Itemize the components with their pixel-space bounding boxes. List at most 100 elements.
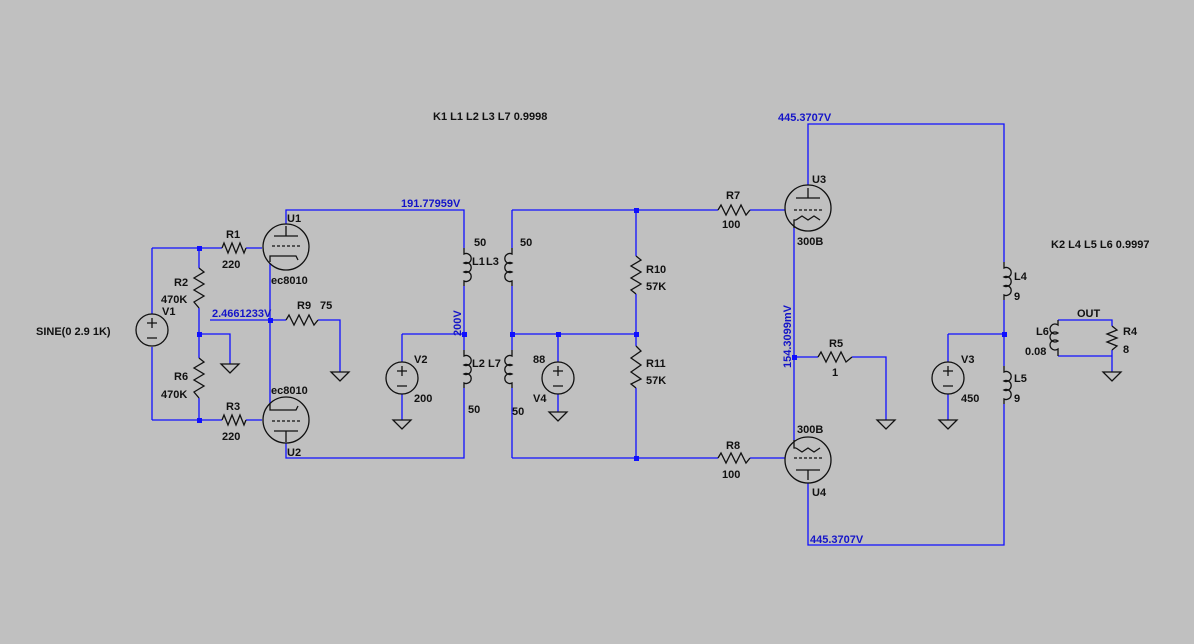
u1-plate-voltage: 191.77959V: [401, 198, 461, 210]
r11-name: R11: [646, 358, 666, 370]
r9-name: R9: [297, 300, 311, 312]
output-load-wire: [1058, 319, 1113, 372]
resistor-r11[interactable]: [629, 345, 643, 389]
l6-name: L6: [1036, 326, 1049, 338]
v3-wire: [947, 333, 1004, 420]
resistor-r1[interactable]: [221, 241, 247, 255]
inductor-l2[interactable]: [462, 350, 472, 388]
component-labels: K1 L1 L2 L3 L7 0.9998 K2 L4 L5 L6 0.9997…: [36, 111, 1149, 499]
v2-name: V2: [414, 354, 427, 366]
v2-value: 200: [414, 393, 432, 405]
u3-plate-voltage: 445.3707V: [778, 112, 832, 124]
inductor-l6[interactable]: [1049, 320, 1060, 356]
junctions: [197, 208, 1007, 461]
v2-wire: [401, 333, 464, 420]
r7-name: R7: [726, 190, 740, 202]
voltage-source-v1[interactable]: [135, 313, 169, 347]
r6-name: R6: [174, 371, 188, 383]
v4-wire: [512, 333, 636, 412]
inductor-l3[interactable]: [504, 248, 514, 286]
u4-name: U4: [812, 487, 827, 499]
wires: [151, 123, 1113, 546]
v3-value: 450: [961, 393, 979, 405]
u1-name: U1: [287, 213, 301, 225]
resistor-r2[interactable]: [192, 267, 206, 309]
u2-plate-wire: [285, 388, 465, 459]
r5-name: R5: [829, 338, 843, 350]
l3-value: 50: [520, 237, 532, 249]
l1-name: L1: [472, 256, 485, 268]
u3-plate-wire: [807, 123, 1005, 262]
r11-value: 57K: [646, 375, 666, 387]
tube-u4[interactable]: [784, 436, 832, 484]
tube-u3[interactable]: [784, 184, 832, 232]
resistor-r8[interactable]: [717, 451, 751, 465]
r7-value: 100: [722, 219, 740, 231]
tube-u2[interactable]: [262, 396, 310, 444]
directive-k2: K2 L4 L5 L6 0.9997: [1051, 239, 1149, 251]
r5-wire: [794, 356, 887, 420]
r10-name: R10: [646, 264, 666, 276]
resistor-r7[interactable]: [717, 203, 751, 217]
l5-name: L5: [1014, 373, 1027, 385]
voltage-source-v4[interactable]: [541, 361, 575, 395]
inductor-l5[interactable]: [1002, 366, 1012, 404]
u4-plate-voltage: 445.3707V: [810, 534, 864, 546]
resistor-r6[interactable]: [192, 357, 206, 399]
r3-value: 220: [222, 431, 240, 443]
v4-value: 88: [533, 354, 545, 366]
r6-value: 470K: [161, 389, 187, 401]
r4-value: 8: [1123, 344, 1129, 356]
voltage-source-v3[interactable]: [931, 361, 965, 395]
resistor-r3[interactable]: [221, 413, 247, 427]
u4-plate-wire: [807, 404, 1005, 546]
v4-name: V4: [533, 393, 547, 405]
l2-name: L2: [472, 358, 485, 370]
r2-name: R2: [174, 277, 188, 289]
v1-value: SINE(0 2.9 1K): [36, 326, 111, 338]
tube-u1[interactable]: [262, 223, 310, 271]
l4-name: L4: [1014, 271, 1028, 283]
l4-value: 9: [1014, 291, 1020, 303]
r2-value: 470K: [161, 294, 187, 306]
directive-k1: K1 L1 L2 L3 L7 0.9998: [433, 111, 547, 123]
r9-value: 75: [320, 300, 332, 312]
r10-value: 57K: [646, 281, 666, 293]
voltage-source-v2[interactable]: [385, 361, 419, 395]
v1-name: V1: [162, 306, 175, 318]
u3-model: 300B: [797, 236, 823, 248]
r8-value: 100: [722, 469, 740, 481]
inductor-l4[interactable]: [1002, 262, 1012, 300]
l7-name: L7: [488, 358, 501, 370]
u3-name: U3: [812, 174, 826, 186]
r1-name: R1: [226, 229, 240, 241]
r8-name: R8: [726, 440, 740, 452]
inductor-l7[interactable]: [504, 350, 514, 388]
r5-value: 1: [832, 367, 838, 379]
l5-value: 9: [1014, 393, 1020, 405]
r1-value: 220: [222, 259, 240, 271]
l1-center-voltage: 200V: [452, 310, 464, 336]
out-label: OUT: [1077, 308, 1101, 320]
l1-value: 50: [474, 237, 486, 249]
r3-name: R3: [226, 401, 240, 413]
l6-value: 0.08: [1025, 346, 1046, 358]
u1-model: ec8010: [271, 275, 308, 287]
resistor-r5[interactable]: [817, 350, 853, 364]
resistor-r4[interactable]: [1105, 325, 1119, 351]
r9-wire: [210, 319, 341, 372]
cathode-voltage: 2.4661233V: [212, 308, 272, 320]
u2-model: ec8010: [271, 385, 308, 397]
divider-ground-wire: [199, 333, 231, 364]
ground-symbols: [219, 363, 1123, 430]
u4-model: 300B: [797, 424, 823, 436]
u2-name: U2: [287, 447, 301, 459]
l7-value: 50: [512, 406, 524, 418]
inductor-l1[interactable]: [462, 248, 472, 286]
node-voltages: 191.77959V 2.4661233V 200V 445.3707V 445…: [212, 112, 864, 546]
resistor-r10[interactable]: [629, 255, 643, 295]
resistor-r9[interactable]: [285, 313, 319, 327]
v3-name: V3: [961, 354, 974, 366]
l2-value: 50: [468, 404, 480, 416]
